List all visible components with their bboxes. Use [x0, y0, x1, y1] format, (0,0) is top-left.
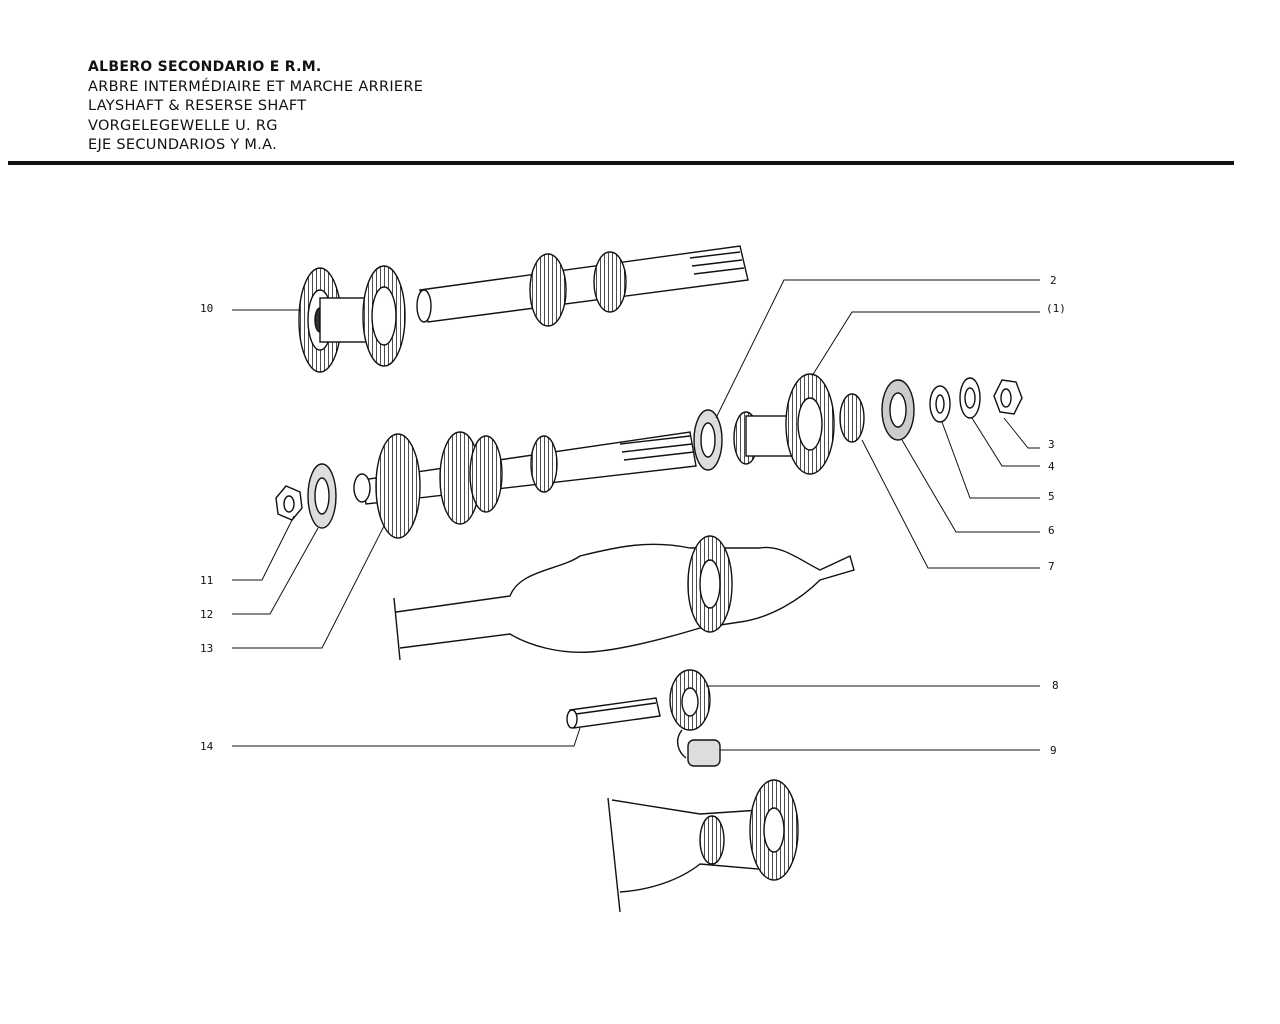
callout-7: 7 [1048, 560, 1055, 573]
bushing-9 [687, 739, 721, 767]
title-spanish: EJE SECUNDARIOS Y M.A. [88, 137, 278, 153]
callout-12: 12 [200, 608, 214, 621]
layshaft [353, 431, 697, 539]
callout-13: 13 [200, 642, 214, 655]
callout-1: (1) [1046, 302, 1066, 315]
callout-11: 11 [200, 574, 214, 587]
header-rule [8, 161, 1234, 165]
title-block: ALBERO SECONDARIO E R.M. ARBRE INTERMÉDI… [88, 58, 423, 156]
leader-lines [232, 279, 1040, 751]
callout-9: 9 [1050, 744, 1057, 757]
bearing-7 [839, 393, 865, 443]
title-german: VORGELEGEWELLE U. RG [88, 117, 278, 134]
callout-14: 14 [200, 740, 214, 753]
callout-4: 4 [1048, 460, 1055, 473]
reverse-gear-cluster [298, 265, 406, 373]
pin-14 [566, 697, 661, 729]
lower-shaft-section [607, 779, 799, 913]
callout-6: 6 [1048, 524, 1055, 537]
callout-5: 5 [1048, 490, 1055, 503]
callout-3: 3 [1048, 438, 1055, 451]
title-italian: ALBERO SECONDARIO E R.M. [88, 59, 322, 75]
title-french: ARBRE INTERMÉDIAIRE ET MARCHE ARRIERE [88, 78, 424, 95]
title-english: LAYSHAFT & RESERSE SHAFT [88, 98, 307, 114]
callout-8: 8 [1052, 679, 1059, 692]
upper-shaft [416, 245, 749, 327]
callout-10: 10 [200, 302, 214, 315]
output-shaft-section [393, 535, 855, 661]
callout-2: 2 [1050, 274, 1057, 287]
